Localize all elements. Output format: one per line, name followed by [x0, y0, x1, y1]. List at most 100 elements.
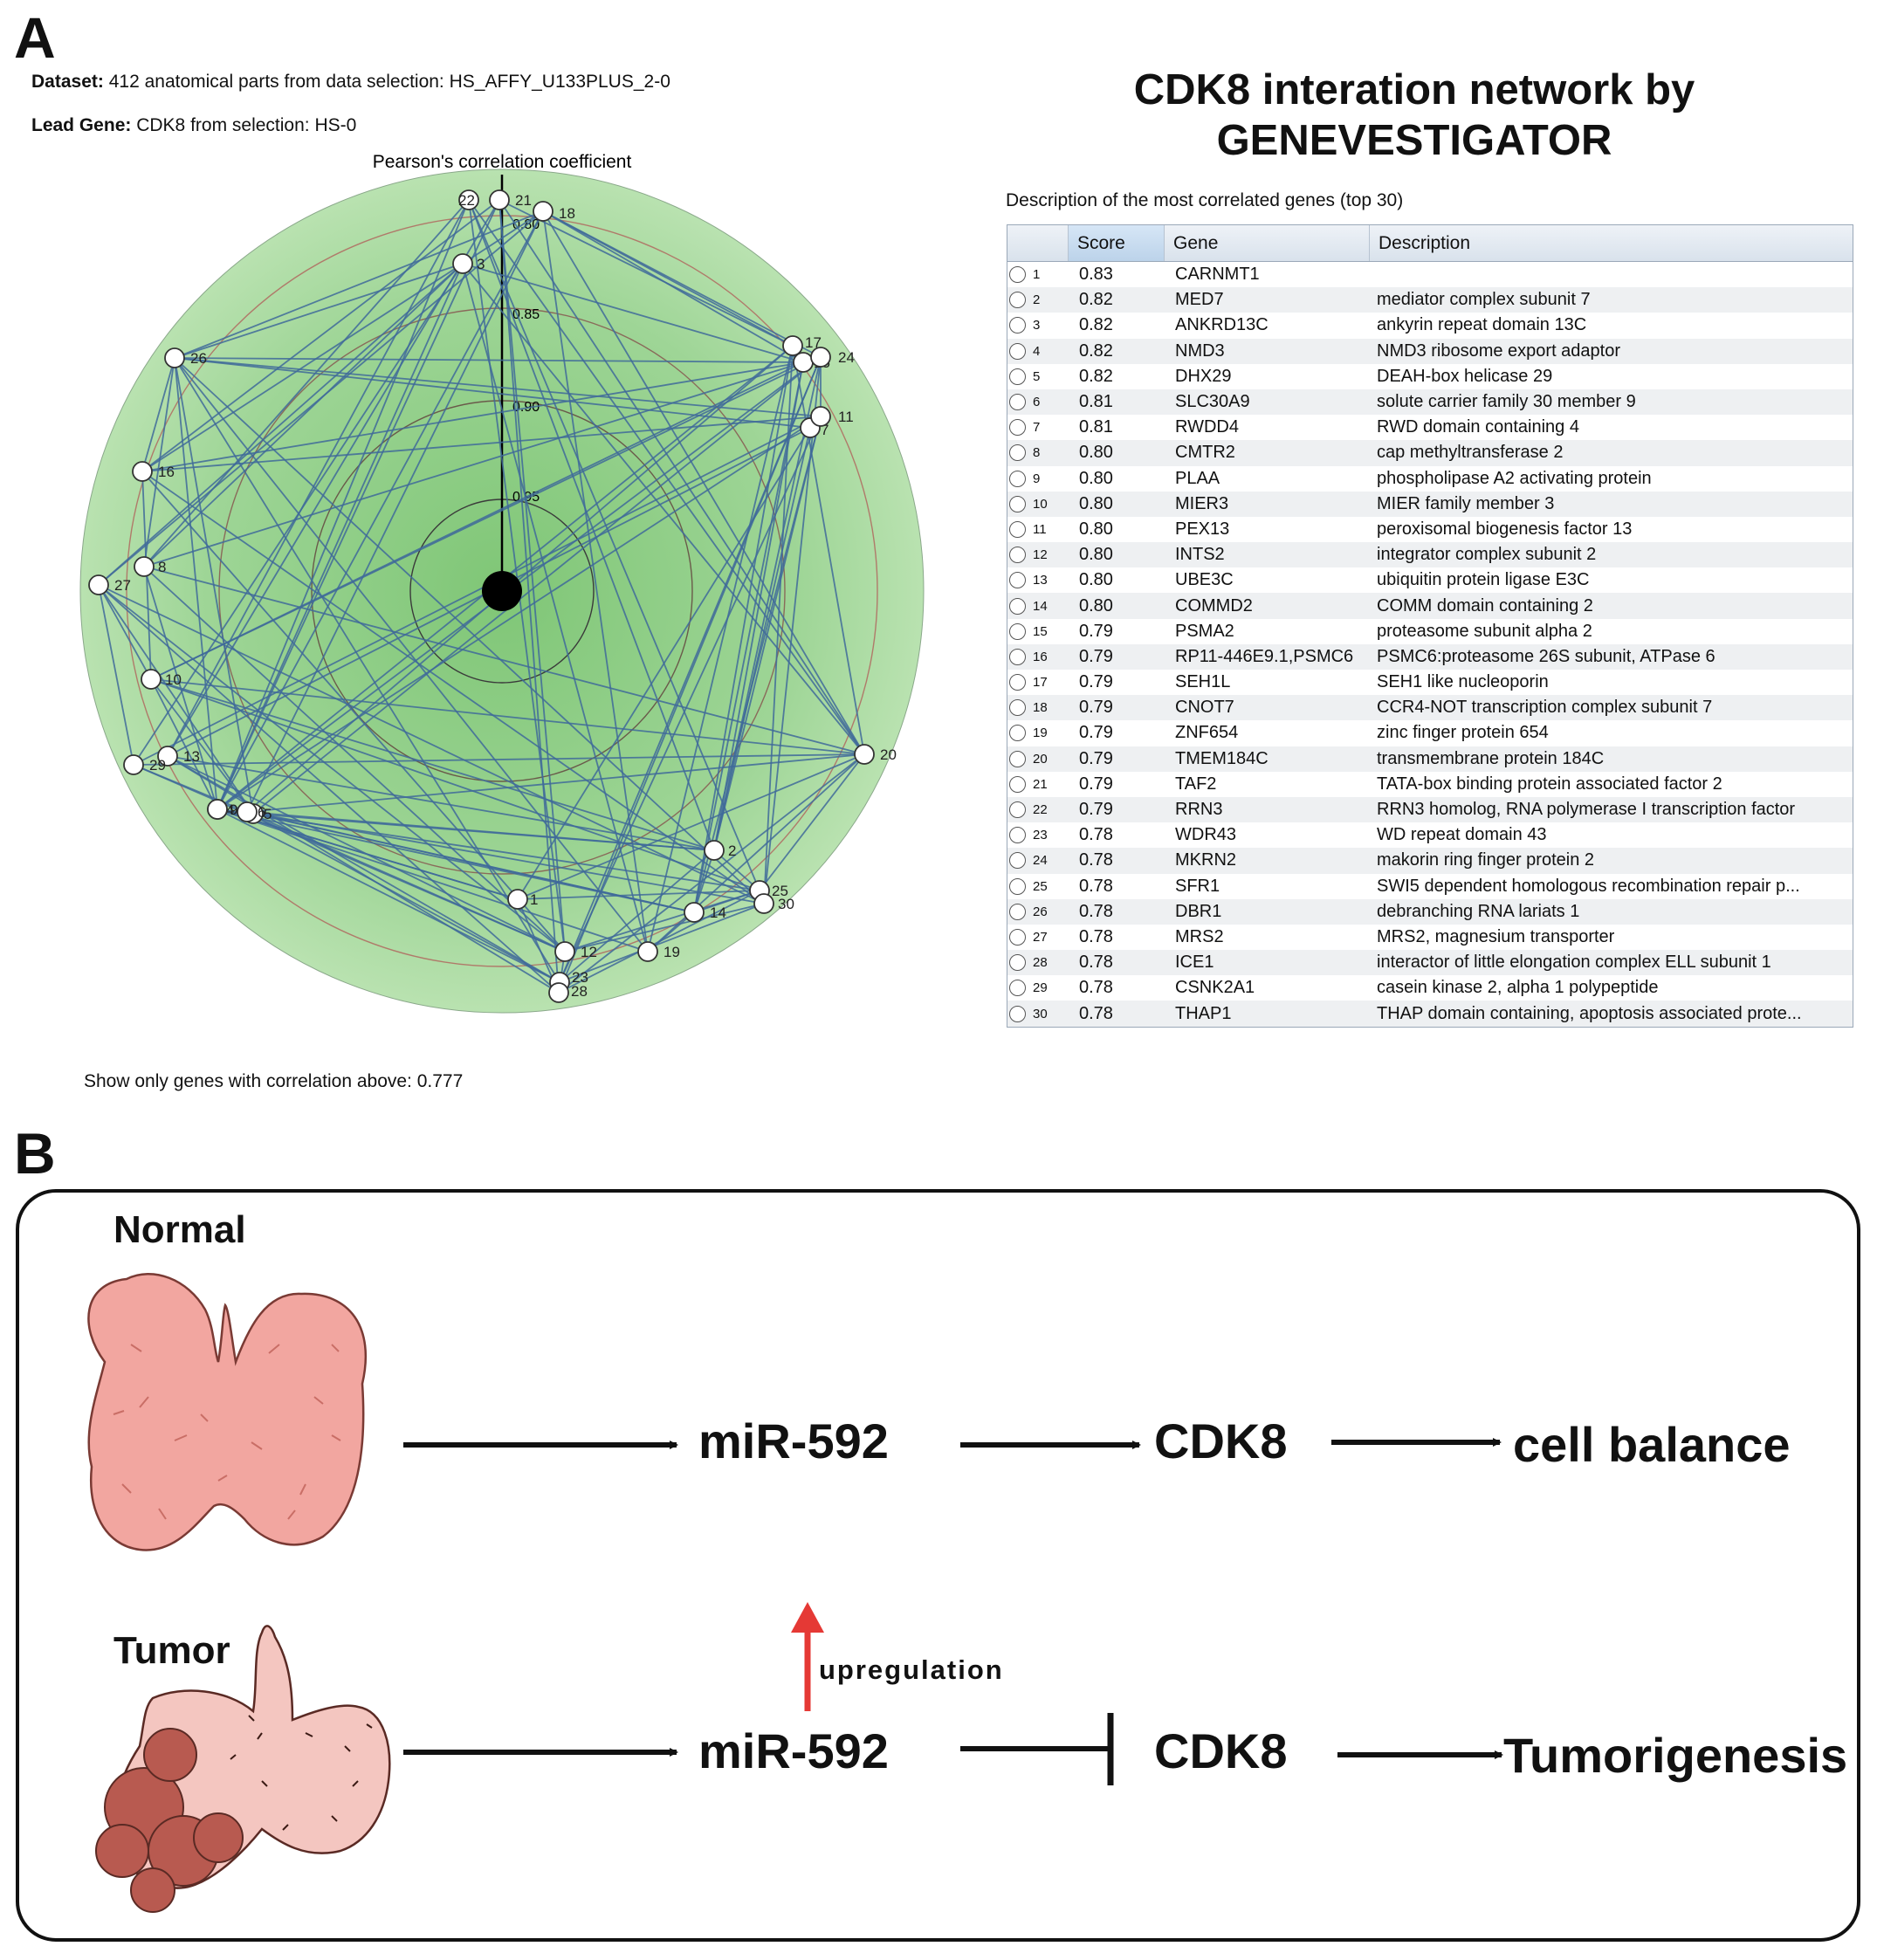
- radio-icon[interactable]: [1009, 775, 1026, 793]
- gene-node-11[interactable]: [810, 406, 831, 427]
- gene-node-30[interactable]: [753, 893, 774, 914]
- radio-icon[interactable]: [1009, 520, 1026, 538]
- row-select[interactable]: 2: [1007, 292, 1069, 309]
- gene-node-29[interactable]: [123, 754, 144, 775]
- radio-icon[interactable]: [1009, 1005, 1026, 1022]
- gene-node-3[interactable]: [452, 253, 473, 274]
- row-select[interactable]: 11: [1007, 520, 1069, 538]
- row-select[interactable]: 3: [1007, 317, 1069, 334]
- gene-node-26[interactable]: [164, 347, 185, 368]
- gene-node-14[interactable]: [684, 902, 705, 923]
- gene-node-1[interactable]: [507, 889, 528, 910]
- gene-node-16[interactable]: [132, 461, 153, 482]
- gene-node-18[interactable]: [533, 201, 553, 222]
- gene-node-21[interactable]: [489, 189, 510, 210]
- radio-icon[interactable]: [1009, 622, 1026, 640]
- row-select[interactable]: 9: [1007, 470, 1069, 487]
- row-select[interactable]: 30: [1007, 1005, 1069, 1022]
- radio-icon[interactable]: [1009, 827, 1026, 844]
- row-select[interactable]: 4: [1007, 342, 1069, 360]
- row-select[interactable]: 23: [1007, 827, 1069, 844]
- radio-icon[interactable]: [1009, 419, 1026, 437]
- radio-icon[interactable]: [1009, 572, 1026, 589]
- gene-node-24[interactable]: [810, 347, 831, 368]
- radio-icon[interactable]: [1009, 292, 1026, 309]
- header-description[interactable]: Description: [1379, 233, 1471, 253]
- row-select[interactable]: 10: [1007, 495, 1069, 512]
- gene-node-20[interactable]: [854, 744, 875, 765]
- radio-icon[interactable]: [1009, 954, 1026, 972]
- row-select[interactable]: 7: [1007, 419, 1069, 437]
- radio-icon[interactable]: [1009, 394, 1026, 411]
- radio-icon[interactable]: [1009, 444, 1026, 462]
- radio-icon[interactable]: [1009, 547, 1026, 564]
- radio-icon[interactable]: [1009, 877, 1026, 895]
- gene-node-28[interactable]: [548, 982, 569, 1003]
- radio-icon[interactable]: [1009, 648, 1026, 665]
- gene-node-2[interactable]: [704, 840, 725, 861]
- gene-node-12[interactable]: [554, 941, 575, 962]
- header-gene[interactable]: Gene: [1165, 225, 1370, 261]
- radio-icon[interactable]: [1009, 368, 1026, 385]
- radio-icon[interactable]: [1009, 801, 1026, 819]
- row-select[interactable]: 29: [1007, 980, 1069, 997]
- radio-icon[interactable]: [1009, 597, 1026, 615]
- radio-icon[interactable]: [1009, 750, 1026, 767]
- row-select[interactable]: 1: [1007, 266, 1069, 284]
- row-select[interactable]: 8: [1007, 444, 1069, 462]
- row-select[interactable]: 16: [1007, 648, 1069, 665]
- gene-node-22[interactable]: [458, 189, 479, 210]
- row-select[interactable]: 26: [1007, 903, 1069, 920]
- row-select[interactable]: 20: [1007, 750, 1069, 767]
- row-select[interactable]: 14: [1007, 597, 1069, 615]
- row-select[interactable]: 13: [1007, 572, 1069, 589]
- radio-icon[interactable]: [1009, 852, 1026, 870]
- gene-node-8[interactable]: [134, 556, 155, 577]
- radio-icon[interactable]: [1009, 725, 1026, 742]
- radio-icon[interactable]: [1009, 342, 1026, 360]
- row-select[interactable]: 24: [1007, 852, 1069, 870]
- gene-node-9[interactable]: [207, 799, 228, 820]
- row-select[interactable]: 6: [1007, 394, 1069, 411]
- radio-icon[interactable]: [1009, 317, 1026, 334]
- row-select[interactable]: 17: [1007, 674, 1069, 691]
- row-select[interactable]: 5: [1007, 368, 1069, 385]
- row-select[interactable]: 21: [1007, 775, 1069, 793]
- row-select[interactable]: 27: [1007, 928, 1069, 946]
- gene-node-17[interactable]: [782, 335, 803, 356]
- gene-node-6[interactable]: [237, 801, 258, 822]
- row-select[interactable]: 19: [1007, 725, 1069, 742]
- row-select[interactable]: 22: [1007, 801, 1069, 819]
- row-select[interactable]: 12: [1007, 547, 1069, 564]
- radio-icon[interactable]: [1009, 699, 1026, 717]
- radio-icon[interactable]: [1009, 928, 1026, 946]
- gene-node-27[interactable]: [88, 574, 109, 595]
- radio-icon[interactable]: [1009, 495, 1026, 512]
- radio-icon[interactable]: [1009, 470, 1026, 487]
- gene-node-19[interactable]: [637, 941, 658, 962]
